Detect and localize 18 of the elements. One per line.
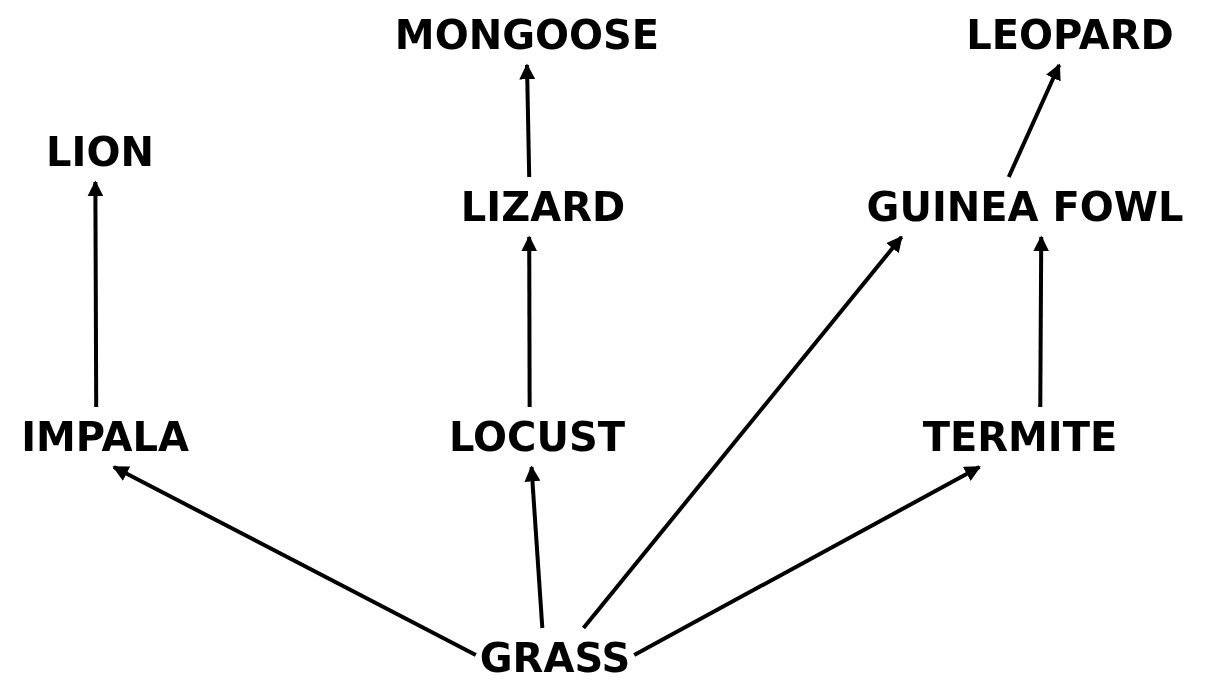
arrow: [112, 465, 477, 657]
arrow: [581, 235, 904, 630]
animal-label: TERMITE: [918, 407, 1122, 467]
animal-label: LION: [42, 122, 158, 182]
arrow: [519, 63, 536, 178]
arrow: [524, 465, 545, 629]
animal-label: LEOPARD: [962, 5, 1178, 65]
animal-label: GRASS: [475, 628, 635, 688]
arrow: [1006, 63, 1062, 178]
arrow: [1033, 235, 1050, 407]
arrow: [633, 465, 981, 657]
animal-label: MONGOOSE: [390, 5, 664, 65]
animal-label: IMPALA: [17, 407, 193, 467]
animal-label: LIZARD: [456, 177, 630, 237]
arrow: [521, 235, 538, 407]
animal-label: GUINEA FOWL: [862, 177, 1188, 237]
animal-label: LOCUST: [445, 407, 629, 467]
arrow: [87, 180, 104, 407]
